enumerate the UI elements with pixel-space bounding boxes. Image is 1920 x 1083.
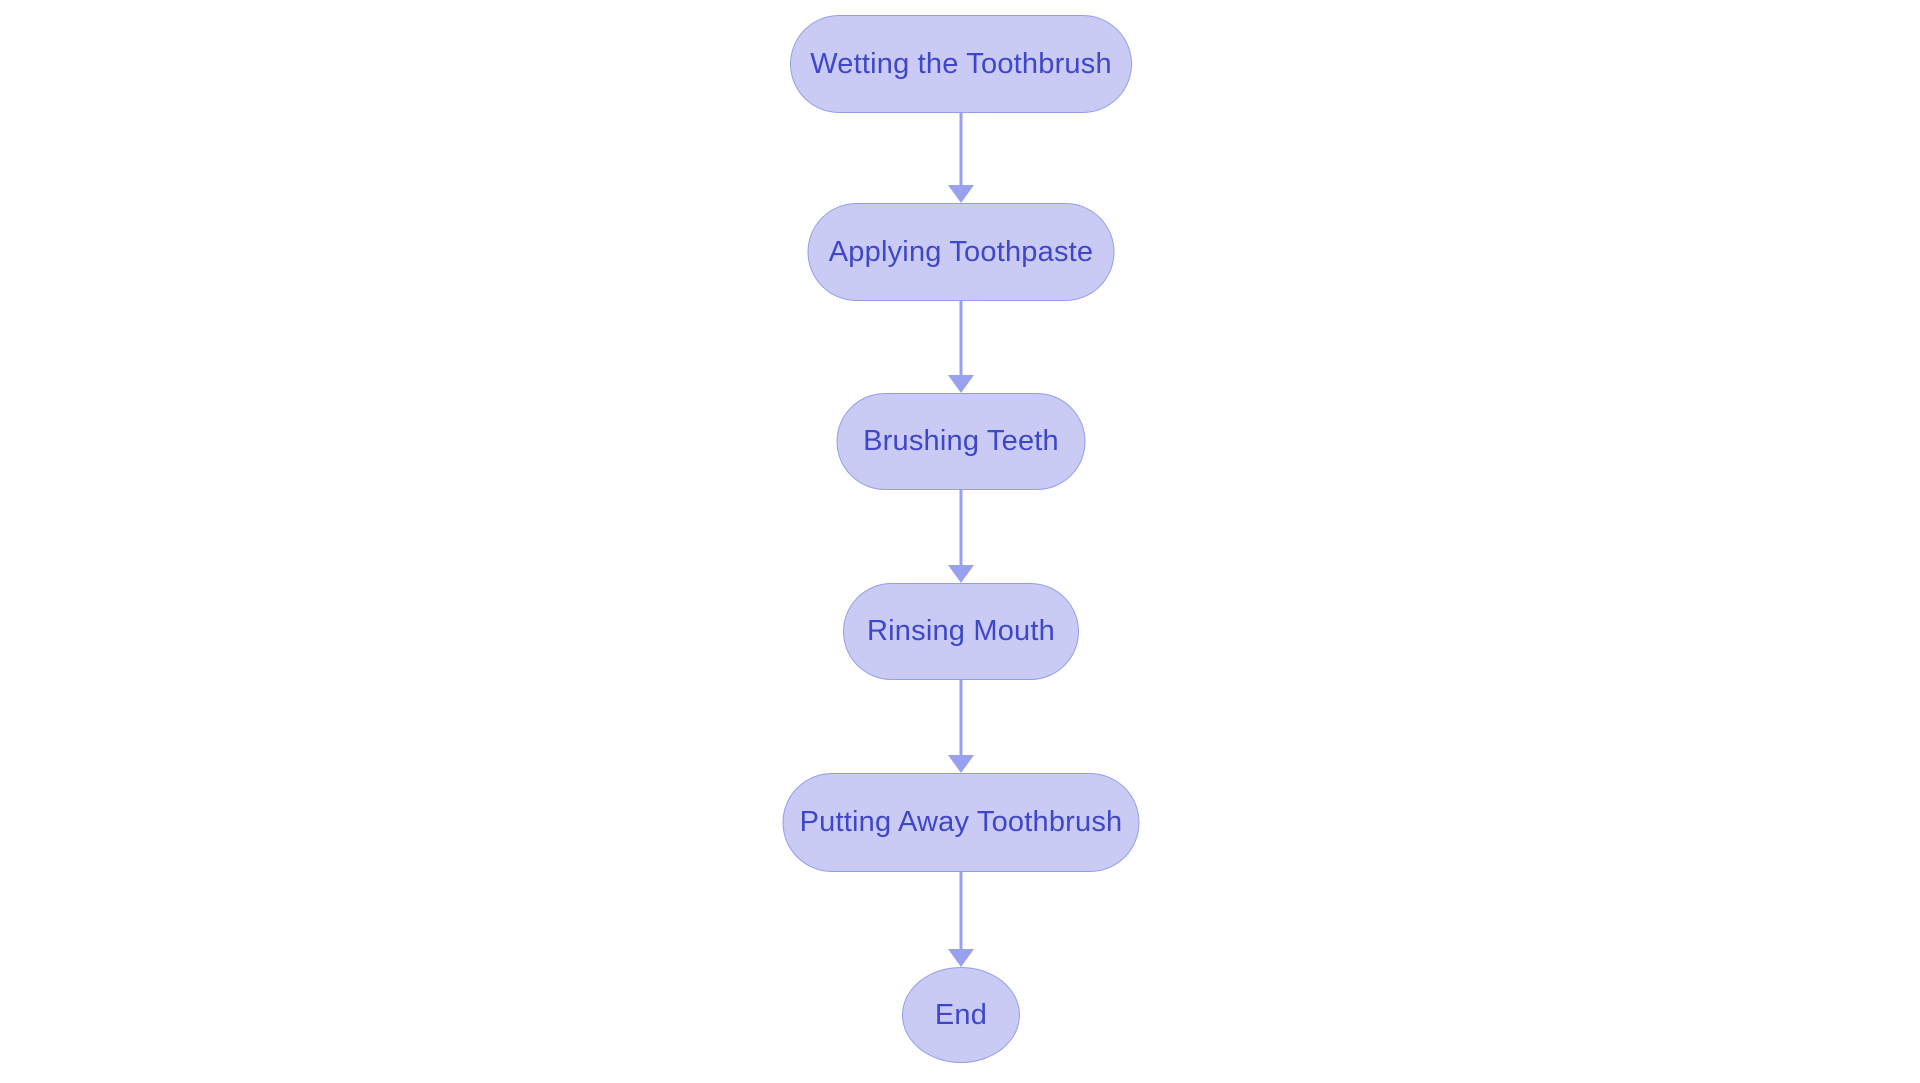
flow-node-rinsing-mouth: Rinsing Mouth [843, 583, 1079, 680]
flow-arrow-1 [947, 113, 975, 203]
flow-node-end: End [902, 967, 1020, 1063]
arrow-down-icon [948, 565, 974, 583]
flow-arrow-5 [947, 872, 975, 967]
arrow-line [959, 680, 963, 759]
flow-arrow-4 [947, 680, 975, 773]
flow-node-putting-away-toothbrush: Putting Away Toothbrush [782, 773, 1140, 872]
arrow-line [959, 113, 963, 189]
arrow-down-icon [948, 375, 974, 393]
flow-node-brushing-teeth: Brushing Teeth [836, 393, 1086, 490]
flow-arrow-2 [947, 301, 975, 393]
flow-node-wetting-the-toothbrush: Wetting the Toothbrush [790, 15, 1132, 113]
flow-node-applying-toothpaste: Applying Toothpaste [807, 203, 1115, 301]
arrow-down-icon [948, 185, 974, 203]
arrow-down-icon [948, 949, 974, 967]
arrow-line [959, 301, 963, 379]
arrow-down-icon [948, 755, 974, 773]
flow-arrow-3 [947, 490, 975, 583]
arrow-line [959, 490, 963, 569]
arrow-line [959, 872, 963, 953]
